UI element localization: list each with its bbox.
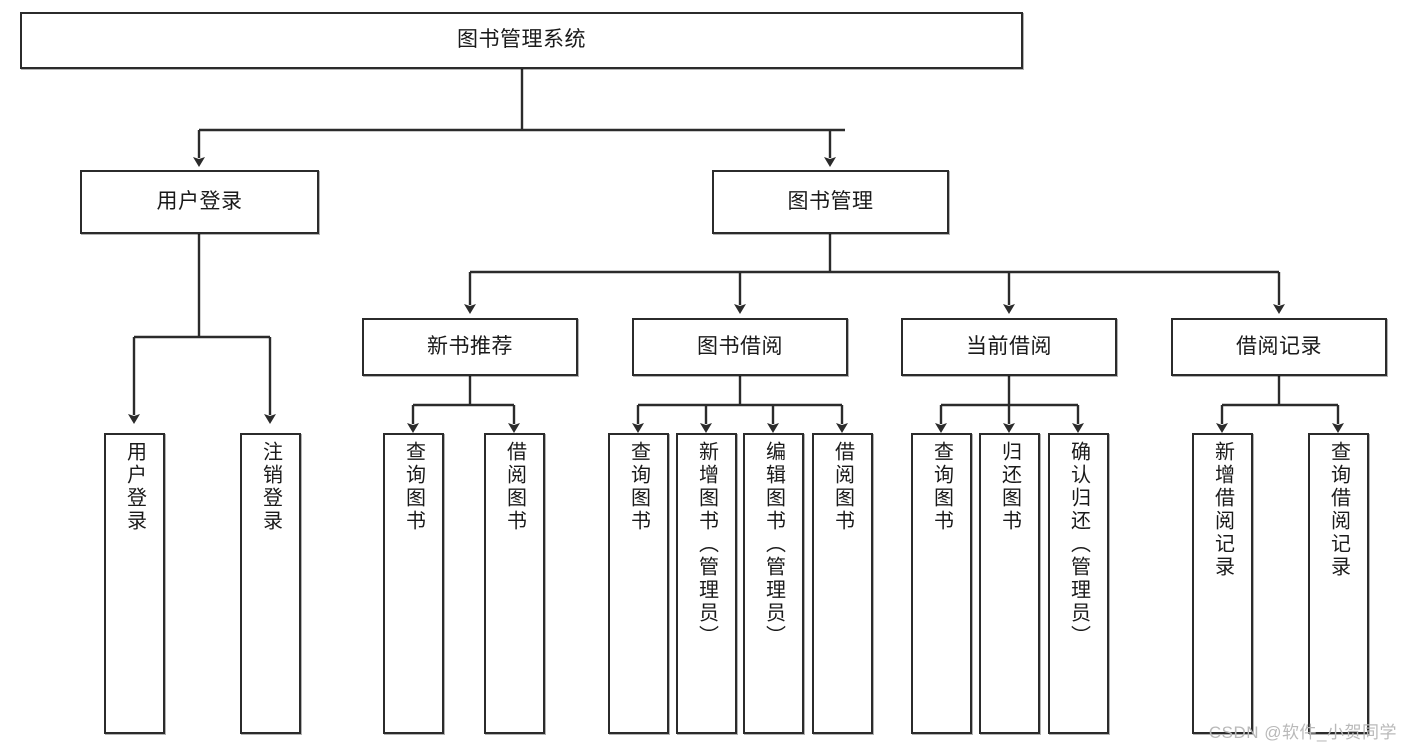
node-leaf-add-book[interactable]: 新增图书（管理员） (676, 433, 737, 734)
watermark-text: CSDN @软件_小贺同学 (1208, 723, 1397, 742)
node-leaf-user-login-label: 用户登录 (123, 441, 146, 533)
node-user-login[interactable]: 用户登录 (80, 170, 319, 234)
node-current-borrow-label: 当前借阅 (966, 334, 1052, 358)
node-leaf-edit-book[interactable]: 编辑图书（管理员） (743, 433, 804, 734)
node-leaf-user-login[interactable]: 用户登录 (104, 433, 165, 734)
node-leaf-query-book-2[interactable]: 查询图书 (608, 433, 669, 734)
node-leaf-query-book-2-label: 查询图书 (627, 441, 650, 533)
node-current-borrow[interactable]: 当前借阅 (901, 318, 1117, 376)
node-new-book-rec[interactable]: 新书推荐 (362, 318, 578, 376)
node-new-book-rec-label: 新书推荐 (427, 334, 513, 358)
node-root[interactable]: 图书管理系统 (20, 12, 1023, 69)
node-leaf-add-record[interactable]: 新增借阅记录 (1192, 433, 1253, 734)
node-root-label: 图书管理系统 (457, 28, 586, 52)
node-leaf-confirm-return-label: 确认归还（管理员） (1067, 441, 1090, 648)
node-leaf-query-record-label: 查询借阅记录 (1327, 441, 1350, 579)
node-leaf-query-book-1-label: 查询图书 (402, 441, 425, 533)
node-user-login-label: 用户登录 (156, 189, 243, 213)
node-borrow-record-label: 借阅记录 (1236, 334, 1322, 358)
node-leaf-borrow-book-2-label: 借阅图书 (831, 441, 854, 533)
node-book-manage-label: 图书管理 (787, 189, 874, 213)
node-borrow-record[interactable]: 借阅记录 (1171, 318, 1387, 376)
node-book-borrow-label: 图书借阅 (697, 334, 783, 358)
node-leaf-add-book-label: 新增图书（管理员） (695, 441, 718, 648)
node-leaf-confirm-return[interactable]: 确认归还（管理员） (1048, 433, 1109, 734)
node-leaf-query-book-3-label: 查询图书 (930, 441, 953, 533)
node-leaf-add-record-label: 新增借阅记录 (1211, 441, 1234, 579)
node-book-manage[interactable]: 图书管理 (712, 170, 949, 234)
node-book-borrow[interactable]: 图书借阅 (632, 318, 848, 376)
node-leaf-return-book[interactable]: 归还图书 (979, 433, 1040, 734)
node-leaf-user-logout-label: 注销登录 (259, 441, 282, 533)
node-leaf-user-logout[interactable]: 注销登录 (240, 433, 301, 734)
node-leaf-borrow-book-1[interactable]: 借阅图书 (484, 433, 545, 734)
node-leaf-borrow-book-1-label: 借阅图书 (503, 441, 526, 533)
node-leaf-return-book-label: 归还图书 (998, 441, 1021, 533)
node-leaf-edit-book-label: 编辑图书（管理员） (762, 441, 785, 648)
node-leaf-query-book-1[interactable]: 查询图书 (383, 433, 444, 734)
node-leaf-query-record[interactable]: 查询借阅记录 (1308, 433, 1369, 734)
node-leaf-borrow-book-2[interactable]: 借阅图书 (812, 433, 873, 734)
node-leaf-query-book-3[interactable]: 查询图书 (911, 433, 972, 734)
